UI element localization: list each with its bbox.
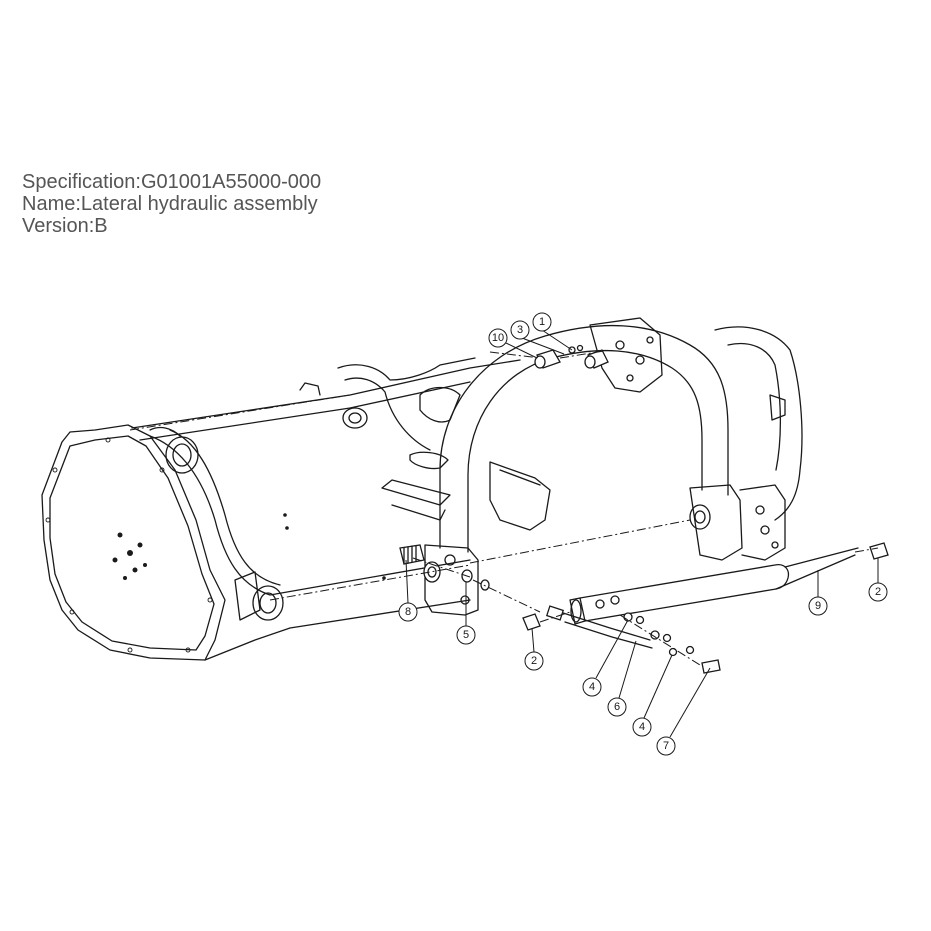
callout-5-label: 5	[463, 629, 469, 641]
explode-centerlines	[129, 349, 879, 666]
title-block: Specification:G01001A55000-000 Name:Late…	[22, 171, 321, 237]
callout-4-lower: 4	[632, 654, 673, 737]
name-text: Name:Lateral hydraulic assembly	[22, 193, 318, 215]
specification-text: Specification:G01001A55000-000	[22, 171, 322, 193]
callout-10: 10	[488, 328, 538, 359]
callout-5: 5	[456, 582, 476, 645]
callout-2-left-label: 2	[531, 655, 537, 667]
callout-7-label: 7	[663, 740, 669, 752]
callout-9: 9	[808, 570, 828, 616]
callout-10-label: 10	[492, 332, 504, 344]
callout-1-label: 1	[539, 316, 545, 328]
callout-4-upper: 4	[582, 619, 629, 697]
callout-6: 6	[607, 640, 637, 717]
arch-frame	[424, 317, 803, 616]
upper-pin-parts	[534, 344, 609, 369]
callout-7: 7	[656, 667, 711, 756]
callout-2-right-label: 2	[875, 586, 881, 598]
left-fittings	[399, 542, 889, 631]
callout-2-left: 2	[524, 627, 544, 671]
callout-3: 3	[510, 320, 565, 355]
callout-6-label: 6	[614, 701, 620, 713]
left-end-plate	[41, 424, 226, 661]
callout-4-lower-label: 4	[639, 721, 645, 733]
callout-8-label: 8	[405, 606, 411, 618]
callout-4-upper-label: 4	[589, 681, 595, 693]
callout-1: 1	[532, 312, 573, 351]
hose-fittings	[545, 605, 721, 674]
left-hinge-bosses	[149, 407, 368, 621]
callout-9-label: 9	[815, 600, 821, 612]
callout-8: 8	[398, 559, 418, 622]
version-text: Version:B	[22, 215, 108, 237]
callout-2-right: 2	[868, 558, 888, 602]
callout-3-label: 3	[517, 324, 523, 336]
